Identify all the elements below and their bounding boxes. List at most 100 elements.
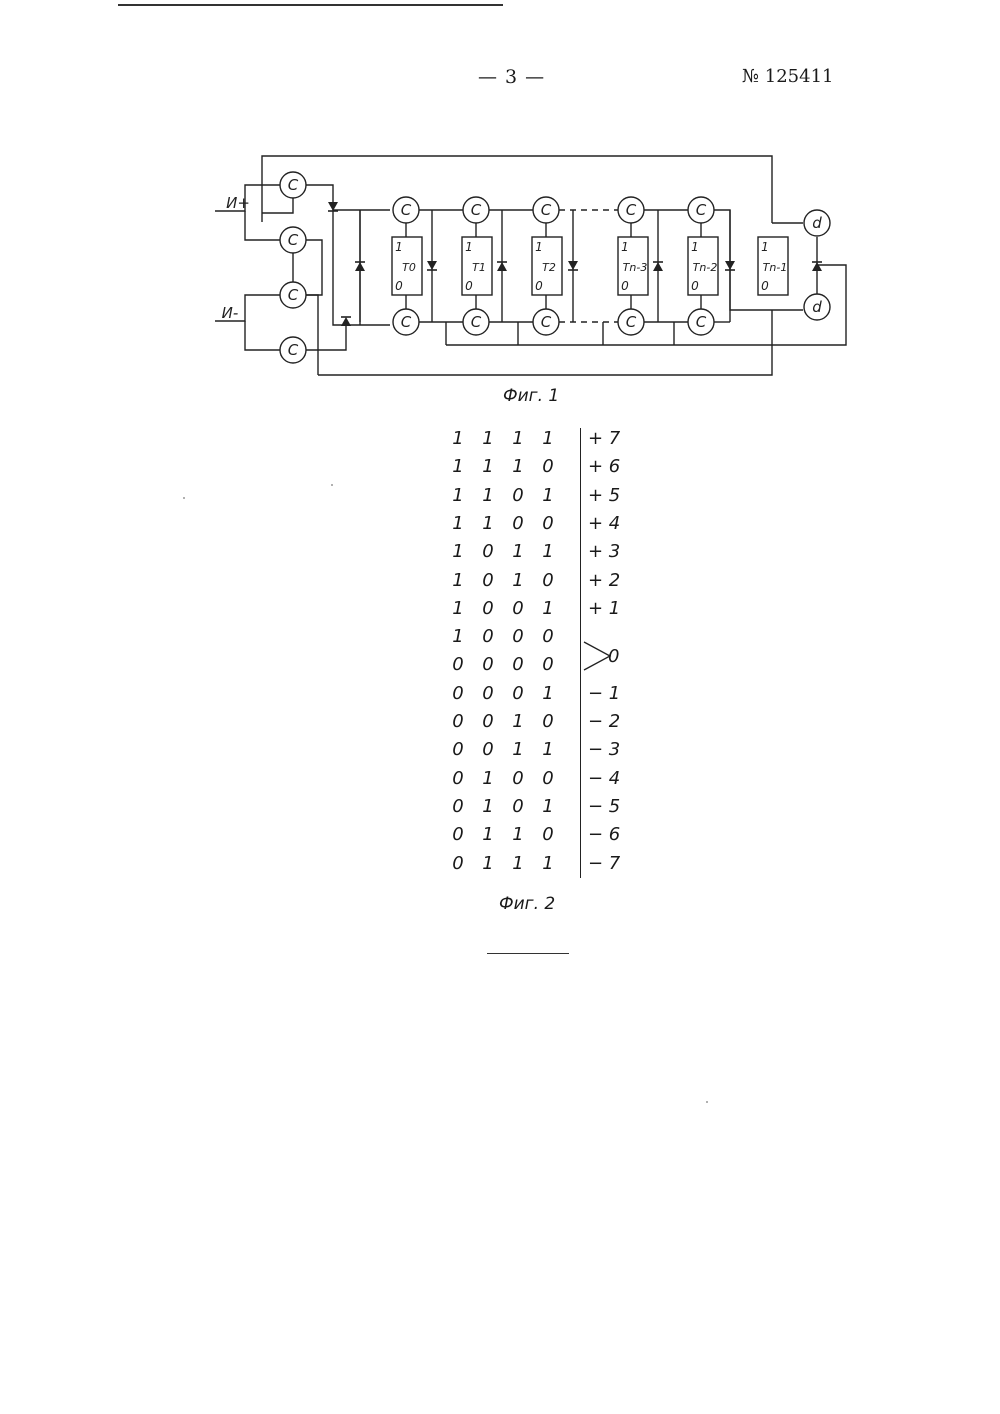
- bit-cell: 1: [450, 456, 466, 477]
- decimal-value: + 6: [588, 456, 620, 477]
- bit-cell: 0: [480, 541, 496, 562]
- bit-cell: 0: [480, 626, 496, 647]
- table-row: 1111+ 7: [440, 428, 640, 455]
- bit-cell: 1: [540, 853, 556, 874]
- wire: [245, 321, 280, 350]
- bit-cell: 0: [450, 711, 466, 732]
- decimal-value: − 6: [588, 824, 620, 845]
- decimal-value: + 1: [588, 598, 620, 619]
- bit-cell: 0: [480, 598, 496, 619]
- wire: [306, 240, 322, 295]
- table-row: 0010− 2: [440, 711, 640, 738]
- table-row: 0111− 7: [440, 853, 640, 880]
- diagram-label: C: [626, 201, 637, 219]
- bit-cell: 0: [450, 768, 466, 789]
- bit-cell: 1: [540, 739, 556, 760]
- bit-cell: 1: [480, 485, 496, 506]
- diagram-label: d: [812, 214, 822, 232]
- bit-cell: 1: [450, 485, 466, 506]
- bit-cell: 0: [540, 768, 556, 789]
- bit-cell: 1: [480, 853, 496, 874]
- zero-value: 0: [608, 646, 619, 673]
- figure-1-caption: Фиг. 1: [503, 386, 559, 406]
- scan-speck: [183, 497, 185, 499]
- diode: [341, 317, 351, 326]
- diagram-label: 1: [621, 240, 629, 254]
- bit-cell: 1: [510, 428, 526, 449]
- bit-cell: 0: [450, 654, 466, 675]
- diagram-label: И-: [222, 304, 239, 322]
- bit-cell: 1: [540, 428, 556, 449]
- bit-cell: 1: [510, 824, 526, 845]
- bit-cell: 1: [540, 683, 556, 704]
- table-row: 1011+ 3: [440, 541, 640, 568]
- diode: [568, 261, 578, 270]
- diagram-label: C: [288, 341, 299, 359]
- table-row: 0100− 4: [440, 768, 640, 795]
- bit-cell: 0: [540, 570, 556, 591]
- diagram-label: C: [541, 201, 552, 219]
- bit-cell: 0: [450, 853, 466, 874]
- wire: [306, 185, 333, 210]
- diagram-label: 1: [395, 240, 403, 254]
- bit-cell: 1: [450, 428, 466, 449]
- table-row: 1010+ 2: [440, 570, 640, 597]
- bit-cell: 1: [480, 456, 496, 477]
- diode: [427, 261, 437, 270]
- table-row: 1110+ 6: [440, 456, 640, 483]
- patent-number: № 125411: [742, 66, 833, 87]
- diagram-label: C: [696, 313, 707, 331]
- bit-cell: 0: [480, 739, 496, 760]
- diagram-label: C: [401, 201, 412, 219]
- diode: [497, 262, 507, 271]
- diagram-label: C: [288, 286, 299, 304]
- bit-cell: 1: [480, 513, 496, 534]
- table-row: 0101− 5: [440, 796, 640, 823]
- scan-speck: [331, 484, 333, 486]
- circuit-wires: [215, 156, 846, 375]
- bit-cell: 0: [540, 824, 556, 845]
- diagram-label: 0: [761, 279, 769, 293]
- bit-cell: 0: [480, 570, 496, 591]
- diode: [725, 261, 735, 270]
- decimal-value: + 2: [588, 570, 620, 591]
- decimal-value: − 7: [588, 853, 620, 874]
- bit-cell: 0: [510, 513, 526, 534]
- bit-cell: 1: [450, 513, 466, 534]
- diode: [355, 262, 365, 271]
- wire: [306, 295, 318, 375]
- bit-cell: 1: [450, 541, 466, 562]
- diagram-label: C: [401, 313, 412, 331]
- bit-cell: 0: [510, 796, 526, 817]
- diagram-label: Tn-2: [693, 261, 718, 274]
- bottom-rule: [487, 953, 569, 954]
- bit-cell: 1: [510, 739, 526, 760]
- diagram-label: 1: [535, 240, 543, 254]
- top-rule: [118, 4, 503, 6]
- table-row: 0110− 6: [440, 824, 640, 851]
- bit-cell: 1: [540, 598, 556, 619]
- diagram-label: 1: [691, 240, 699, 254]
- diagram-label: Tn-1: [763, 261, 788, 274]
- table-row: 1001+ 1: [440, 598, 640, 625]
- bit-cell: 0: [480, 711, 496, 732]
- bit-cell: 1: [540, 485, 556, 506]
- table-row: 1100+ 4: [440, 513, 640, 540]
- bit-cell: 1: [510, 853, 526, 874]
- bit-cell: 0: [540, 626, 556, 647]
- bit-cell: 1: [510, 711, 526, 732]
- table-row: 1101+ 5: [440, 485, 640, 512]
- bit-cell: 0: [450, 683, 466, 704]
- diode: [812, 262, 822, 271]
- bit-cell: 0: [540, 711, 556, 732]
- wire: [306, 325, 346, 350]
- diagram-label: T0: [402, 261, 416, 274]
- diagram-label: C: [696, 201, 707, 219]
- diagram-label: 1: [465, 240, 473, 254]
- bit-cell: 1: [510, 541, 526, 562]
- bit-cell: 0: [450, 739, 466, 760]
- bit-cell: 0: [510, 768, 526, 789]
- diagram-label: C: [471, 313, 482, 331]
- decimal-value: − 5: [588, 796, 620, 817]
- diagram-label: 0: [535, 279, 543, 293]
